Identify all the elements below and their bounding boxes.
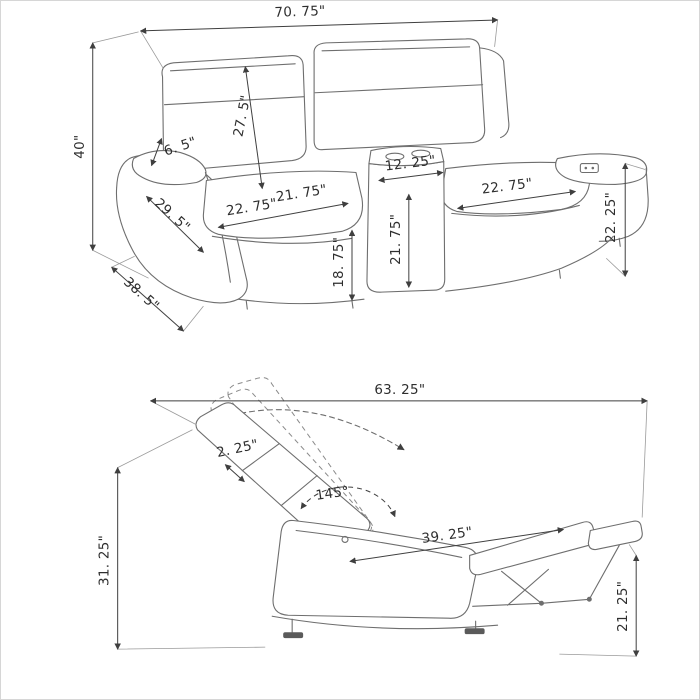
dim-seat-height: 18. 75": [332, 229, 356, 301]
dim-right-arm-height-label: 22. 25": [604, 192, 619, 243]
dim-footrest-height: 21. 25": [559, 544, 640, 657]
dim-console-width-label: 12. 25": [384, 153, 437, 174]
dim-footrest-height-label: 21. 25": [616, 581, 631, 632]
dim-overall-width: 70. 75": [139, 4, 499, 70]
base-foot: [464, 628, 485, 635]
recliner-dimensions: 63. 25" 2. 25" 145° 39. 25" 31. 25" 21. …: [98, 383, 648, 657]
power-recline-button-icon: [579, 162, 599, 174]
dim-console-height-label: 21. 75": [389, 214, 404, 265]
dim-reclined-length-label: 63. 25": [374, 383, 425, 398]
power-button-dot: [584, 166, 588, 170]
loveseat-dimensions: 70. 75" 40" 27. 5" 6. 5" 22. 75" 21. 75"…: [73, 4, 646, 332]
dim-right-seat-width: 22. 75": [456, 176, 577, 211]
dim-overall-width-label: 70. 75": [274, 4, 326, 21]
dim-recline-angle-label: 145°: [315, 484, 350, 504]
dim-seat-height-label: 18. 75": [332, 237, 347, 288]
loveseat-feet: [245, 237, 621, 310]
loveseat-back-cushions: [161, 38, 510, 172]
base-foot: [283, 632, 304, 639]
recline-pivot: [341, 535, 349, 543]
recliner-side-view-drawing: [194, 369, 643, 639]
dim-reclined-length: 63. 25": [149, 383, 648, 518]
recliner-backrest: [195, 402, 371, 557]
dim-recline-angle: 145°: [300, 484, 396, 518]
dim-right-seat-width-label: 22. 75": [481, 176, 534, 197]
power-button-dot: [591, 166, 595, 170]
dim-footrest-extension-label: 39. 25": [421, 525, 474, 547]
dim-overall-depth-label: 38. 5": [120, 275, 161, 314]
footrest-linkage: [472, 544, 620, 607]
dim-recliner-height-label: 31. 25": [98, 535, 113, 586]
linkage-joint: [586, 596, 592, 602]
cupholder-left: [385, 152, 405, 161]
recliner-base: [271, 615, 499, 639]
linkage-joint: [538, 600, 544, 606]
dim-console-height: 21. 75": [389, 193, 413, 288]
cupholder-right: [411, 149, 431, 158]
dim-overall-height-label: 40": [73, 134, 88, 158]
dim-recliner-height: 31. 25": [98, 429, 266, 650]
dim-footrest-extension: 39. 25": [349, 525, 565, 564]
dim-console-width: 12. 25": [378, 153, 444, 183]
loveseat-front-view-drawing: [115, 38, 649, 310]
dim-right-arm-height: 22. 25": [604, 162, 646, 278]
